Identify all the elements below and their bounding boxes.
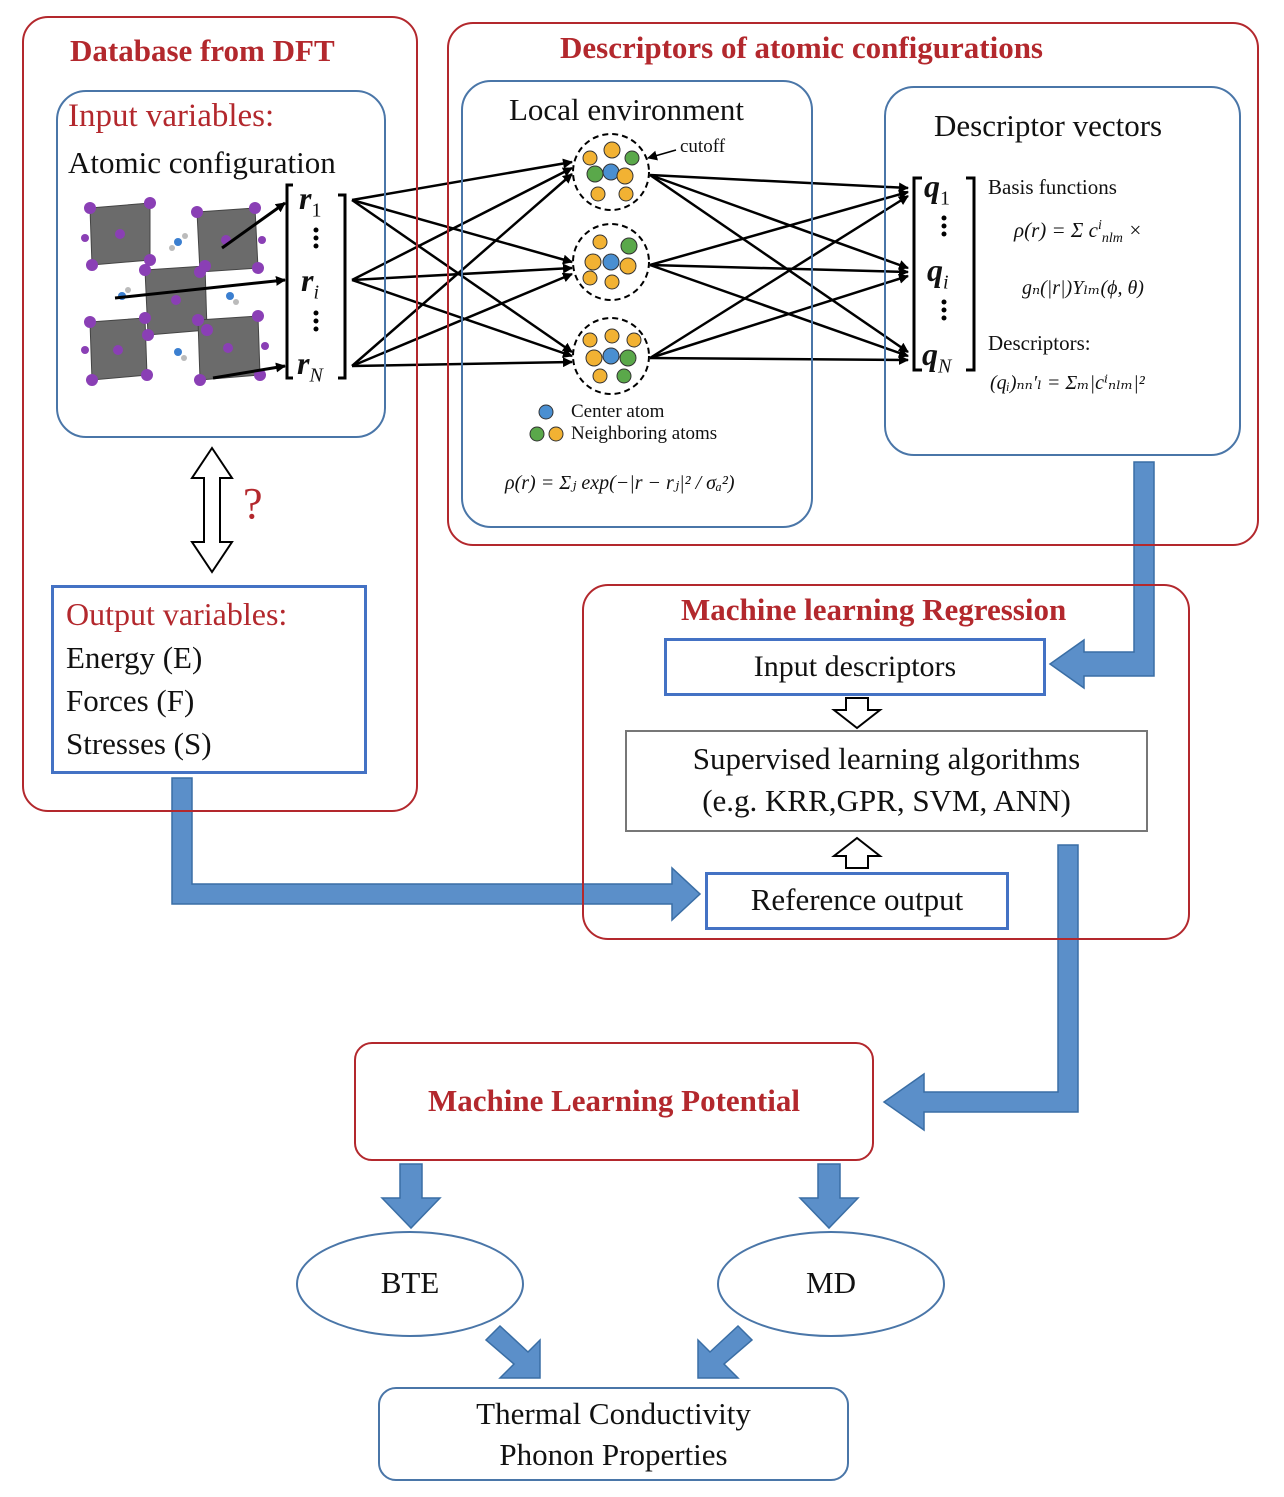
database-panel bbox=[22, 16, 418, 812]
output-energy: Energy (E) bbox=[66, 640, 203, 675]
q-vector-dots bbox=[941, 215, 947, 321]
arrow-potential-to-md bbox=[798, 1163, 860, 1230]
input-variables-heading: Input variables: bbox=[68, 98, 275, 134]
question-mark: ? bbox=[243, 479, 263, 528]
arrow-down-outline bbox=[831, 697, 883, 730]
r-i-label: ri bbox=[301, 262, 320, 304]
properties-line2: Phonon Properties bbox=[499, 1437, 728, 1472]
legend-neighboring-atoms: Neighboring atoms bbox=[571, 423, 718, 444]
descriptor-vectors-title: Descriptor vectors bbox=[934, 108, 1163, 143]
q-n-label: qN bbox=[922, 336, 952, 378]
properties-line1: Thermal Conductivity bbox=[476, 1396, 751, 1431]
density-formula: ρ(r) = Σⱼ exp(−|r − rⱼ|² / σₐ²) bbox=[505, 472, 735, 494]
properties-box bbox=[378, 1387, 849, 1481]
q-vector-bracket bbox=[912, 176, 976, 372]
r-vector-bracket bbox=[285, 183, 347, 380]
database-title: Database from DFT bbox=[70, 33, 335, 68]
potential-box bbox=[354, 1042, 874, 1161]
output-variables-heading: Output variables: bbox=[66, 596, 288, 632]
arrow-bte-to-properties bbox=[484, 1324, 541, 1379]
output-stresses: Stresses (S) bbox=[66, 726, 212, 761]
descriptor-vectors-panel bbox=[884, 86, 1241, 456]
double-arrow-icon bbox=[190, 446, 234, 574]
cluster-3 bbox=[582, 328, 642, 384]
legend-dots bbox=[529, 404, 564, 442]
cluster-1 bbox=[582, 141, 640, 202]
q-1-label: q1 bbox=[924, 168, 950, 210]
q-i-label: qi bbox=[927, 252, 949, 294]
arrow-regression-to-potential bbox=[882, 844, 1079, 1132]
r-vector-dots bbox=[313, 227, 319, 332]
arrow-outputs-to-reference bbox=[171, 777, 702, 922]
regression-title: Machine learning Regression bbox=[681, 592, 1067, 627]
algorithms-line2: (e.g. KRR,GPR, SVM, ANN) bbox=[702, 783, 1071, 818]
method-ellipses bbox=[296, 1231, 945, 1337]
algorithms-line1: Supervised learning algorithms bbox=[692, 741, 1081, 776]
arrow-md-to-properties bbox=[697, 1324, 754, 1379]
descriptor-formula: (qᵢ)ₙₙ′ₗ = Σₘ|cⁱₙₗₘ|² bbox=[990, 372, 1145, 394]
local-environment-atoms bbox=[572, 133, 677, 395]
basis-functions-label: Basis functions bbox=[988, 175, 1117, 199]
atomic-configuration-label: Atomic configuration bbox=[68, 145, 336, 180]
reference-output-box bbox=[705, 872, 1009, 930]
output-forces: Forces (F) bbox=[66, 683, 195, 718]
potential-title: Machine Learning Potential bbox=[428, 1083, 800, 1118]
outline-arrows bbox=[831, 697, 883, 869]
arrow-up-outline bbox=[831, 836, 883, 869]
bte-label: BTE bbox=[380, 1265, 440, 1300]
descriptors-panel bbox=[447, 22, 1259, 546]
input-descriptors-label: Input descriptors bbox=[753, 650, 957, 683]
reference-output-label: Reference output bbox=[750, 882, 964, 917]
cluster-2 bbox=[582, 234, 638, 290]
basis-formula-line1: ρ(r) = Σ cinlm × bbox=[1014, 218, 1143, 247]
local-environment-panel bbox=[461, 80, 813, 528]
local-environment-title: Local environment bbox=[509, 92, 744, 127]
legend-center-atom: Center atom bbox=[571, 401, 665, 422]
md-label: MD bbox=[806, 1265, 856, 1300]
regression-panel bbox=[582, 584, 1190, 940]
flow-arrows bbox=[171, 461, 1155, 1379]
crystal-structure-image bbox=[81, 197, 286, 386]
descriptor-connection-lines bbox=[649, 173, 909, 365]
descriptors-label: Descriptors: bbox=[988, 331, 1091, 355]
cutoff-label: cutoff bbox=[680, 136, 726, 157]
input-variables-panel bbox=[56, 90, 386, 438]
algorithms-box bbox=[625, 730, 1148, 832]
input-descriptors-box bbox=[664, 638, 1046, 696]
output-variables-panel bbox=[51, 585, 367, 774]
basis-formula-line2: gₙ(|r|)Yₗₘ(ϕ, θ) bbox=[1022, 277, 1144, 299]
descriptors-title: Descriptors of atomic configurations bbox=[560, 30, 1043, 65]
r-n-label: rN bbox=[297, 345, 323, 387]
arrow-descriptors-to-input bbox=[1048, 461, 1155, 690]
r-1-label: r1 bbox=[299, 180, 322, 222]
arrow-potential-to-bte bbox=[380, 1163, 442, 1230]
